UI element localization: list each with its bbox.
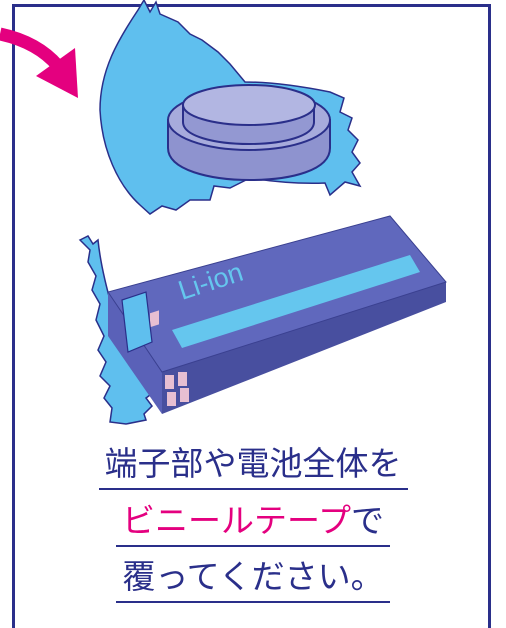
battery-taping-illustration: Li-ion (0, 0, 447, 425)
caption-line-3-text: 覆ってください。 (116, 557, 390, 603)
caption-line-2-rest: で (351, 501, 385, 540)
caption-line-1-text: 端子部や電池全体を (98, 444, 408, 490)
caption-line-2: ビニールテープで (12, 501, 494, 547)
coin-cell-battery-icon (167, 84, 331, 182)
caption-line-1: 端子部や電池全体を (12, 444, 494, 490)
li-ion-battery-icon: Li-ion (107, 215, 447, 414)
caption-line-3: 覆ってください。 (12, 557, 494, 603)
caption-line-2-text: ビニールテープで (115, 501, 391, 547)
curved-arrow-icon (0, 27, 78, 98)
vinyl-tape-highlight: ビニールテープ (121, 501, 352, 540)
